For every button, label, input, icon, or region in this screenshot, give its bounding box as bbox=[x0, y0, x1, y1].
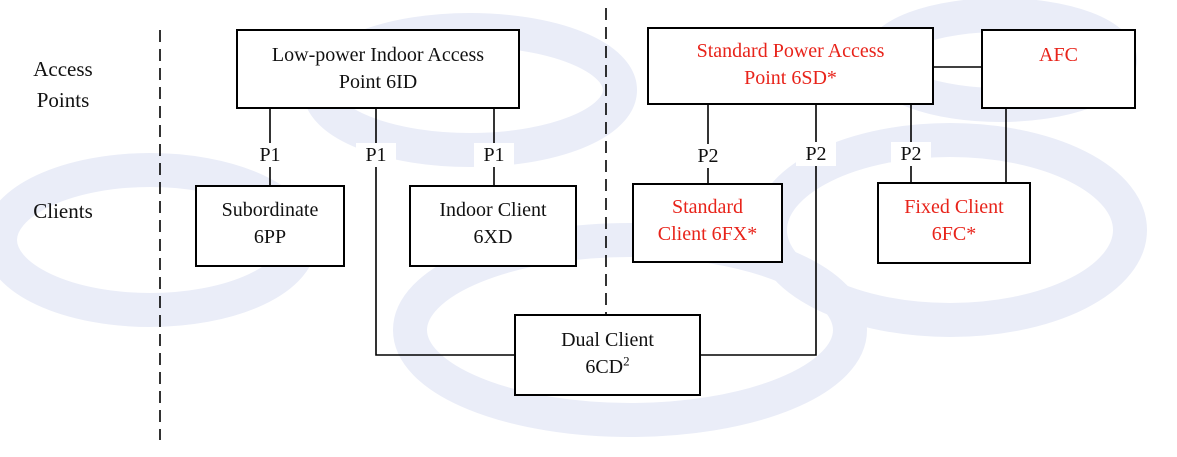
box-fixed-client-6fc: Fixed Client 6FC* bbox=[877, 182, 1031, 264]
box-standard-power-ap: Standard Power Access Point 6SD* bbox=[647, 27, 934, 105]
label-p1-subordinate: P1 bbox=[250, 143, 290, 167]
label-p2-dual: P2 bbox=[796, 142, 836, 166]
box-low-power-indoor-ap: Low-power Indoor Access Point 6ID bbox=[236, 29, 520, 109]
label-p1-indoor: P1 bbox=[474, 143, 514, 167]
dual-client-superscript: 2 bbox=[623, 353, 630, 369]
label-p2-standard: P2 bbox=[688, 144, 728, 168]
link-6sd-6cd bbox=[700, 104, 817, 356]
label-p1-dual: P1 bbox=[356, 143, 396, 167]
box-standard-client-6fx: Standard Client 6FX* bbox=[632, 183, 783, 263]
label-p2-fixed: P2 bbox=[891, 142, 931, 166]
box-dual-client-6cd: Dual Client 6CD2 bbox=[514, 314, 701, 396]
row-label-access-points: Access Points bbox=[33, 57, 93, 112]
link-6id-6cd bbox=[375, 108, 515, 356]
box-afc: AFC bbox=[981, 29, 1136, 109]
box-indoor-client-6xd: Indoor Client 6XD bbox=[409, 185, 577, 267]
box-subordinate-6pp: Subordinate 6PP bbox=[195, 185, 345, 267]
dual-client-code: 6CD bbox=[585, 356, 624, 378]
row-label-clients: Clients bbox=[33, 199, 93, 223]
